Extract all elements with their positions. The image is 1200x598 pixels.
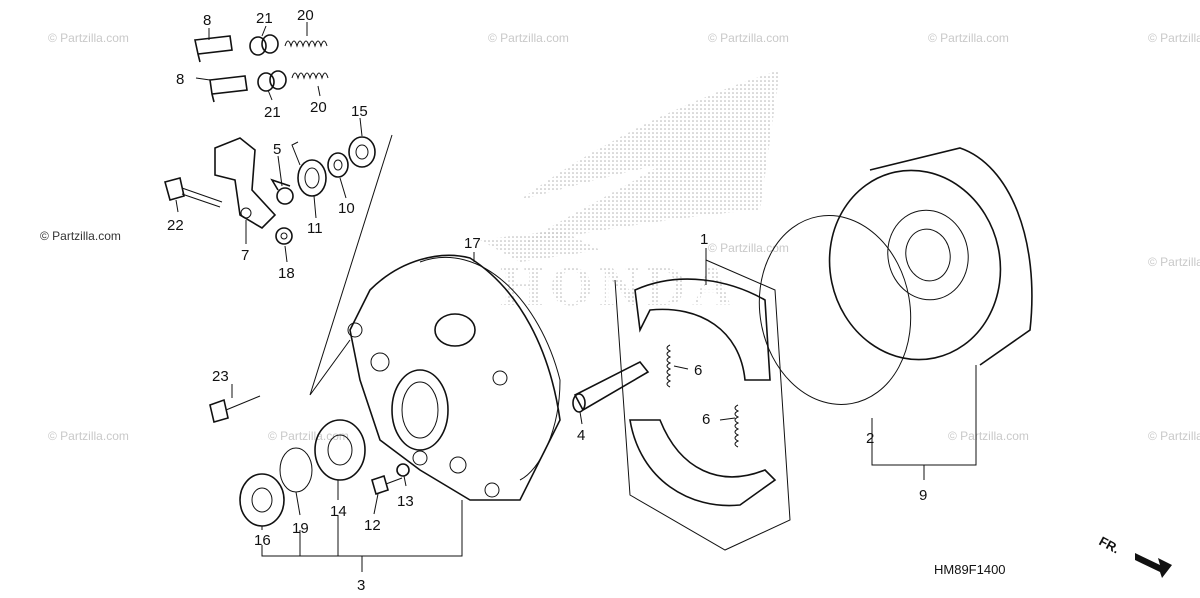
parts-artwork: [164, 34, 1033, 527]
watermark: © Partzilla.com: [948, 429, 1029, 443]
callout-13: 13: [397, 493, 414, 510]
callout-23: 23: [212, 368, 229, 385]
callout-22: 22: [167, 217, 184, 234]
svg-text:HONDA: HONDA: [500, 256, 738, 318]
watermark: © Partzilla.com: [48, 429, 129, 443]
callout-18: 18: [278, 265, 295, 282]
callout-16: 16: [254, 532, 271, 549]
callout-11: 11: [307, 220, 323, 237]
watermark: © Partzilla.com: [708, 31, 789, 45]
callout-19: 19: [292, 520, 309, 537]
callout-12: 12: [364, 517, 381, 534]
direction-label: FR.: [1097, 533, 1123, 556]
callout-3: 3: [357, 577, 365, 594]
callout-15: 15: [351, 103, 368, 120]
callout-21-bottom: 21: [264, 104, 281, 121]
callout-6-upper: 6: [694, 362, 702, 379]
callout-14: 14: [330, 503, 347, 520]
watermark: © Partzilla.com: [1148, 429, 1200, 443]
watermarks: © Partzilla.com © Partzilla.com © Partzi…: [40, 31, 1200, 443]
callout-21-top: 21: [256, 10, 273, 27]
callout-8-top: 8: [203, 12, 211, 29]
watermark: © Partzilla.com: [1148, 31, 1200, 45]
brand-logo: HONDA: [480, 70, 780, 318]
watermark: © Partzilla.com: [928, 31, 1009, 45]
callout-6-lower: 6: [702, 411, 710, 428]
front-direction-indicator: FR.: [1097, 533, 1172, 578]
direction-arrow-icon: [1135, 553, 1172, 578]
callout-10: 10: [338, 200, 355, 217]
callout-numbers: 8 21 20 8 21 20 15 5 10 11 22 7 18 17 1 …: [167, 7, 927, 594]
callout-5: 5: [273, 141, 281, 158]
watermark: © Partzilla.com: [1148, 255, 1200, 269]
callout-9: 9: [919, 487, 927, 504]
callout-7: 7: [241, 247, 249, 264]
callout-8-bottom: 8: [176, 71, 184, 88]
callout-20-bottom: 20: [310, 99, 327, 116]
callout-20-top: 20: [297, 7, 314, 24]
callout-1: 1: [700, 231, 708, 248]
watermark: © Partzilla.com: [48, 31, 129, 45]
callout-17: 17: [464, 235, 481, 252]
watermark: © Partzilla.com: [488, 31, 569, 45]
leader-lines: [175, 22, 977, 572]
diagram-code: HM89F1400: [934, 562, 1006, 577]
watermark: © Partzilla.com: [268, 429, 349, 443]
callout-2: 2: [866, 430, 874, 447]
watermark: © Partzilla.com: [708, 241, 789, 255]
watermark: © Partzilla.com: [40, 229, 121, 243]
callout-4: 4: [577, 427, 585, 444]
